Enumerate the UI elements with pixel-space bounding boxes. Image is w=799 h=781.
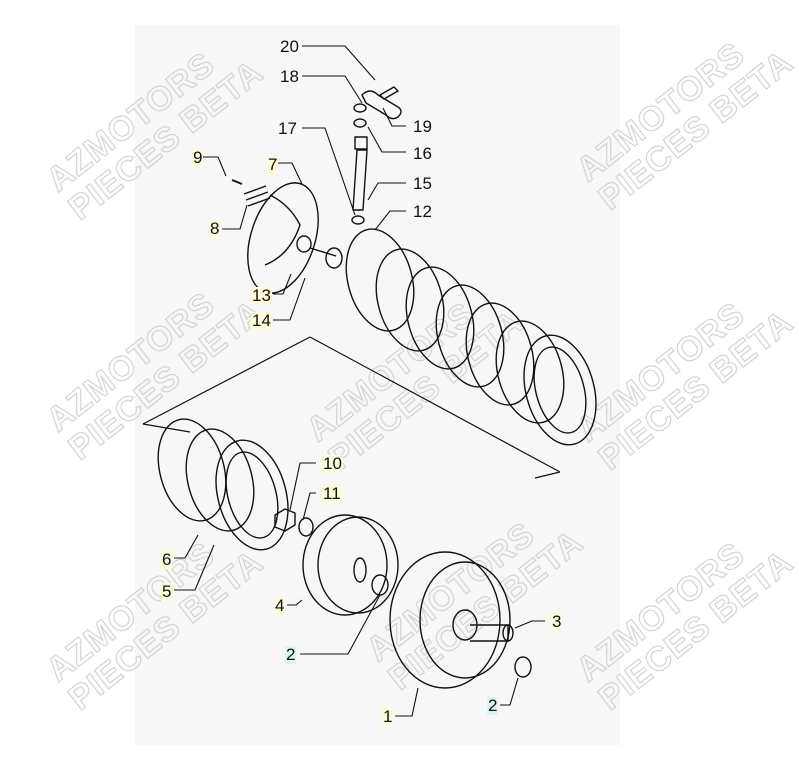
callout-2b[interactable]: 2 — [487, 696, 499, 715]
plate-group-frame — [142, 336, 561, 479]
callout-17[interactable]: 17 — [278, 119, 297, 138]
clutch-housing — [389, 551, 532, 689]
upper-plate-stack — [345, 228, 597, 446]
callout-2a[interactable]: 2 — [285, 645, 297, 664]
callout-3[interactable]: 3 — [551, 612, 563, 631]
callout-15[interactable]: 15 — [413, 174, 432, 193]
callout-20[interactable]: 20 — [280, 37, 299, 56]
lower-plate-stack — [157, 418, 289, 551]
leader-lines — [174, 45, 545, 717]
callout-1[interactable]: 1 — [382, 707, 394, 726]
callout-18[interactable]: 18 — [280, 67, 299, 86]
callout-9[interactable]: 9 — [192, 148, 204, 167]
callout-5[interactable]: 5 — [161, 582, 173, 601]
callout-19[interactable]: 19 — [413, 117, 432, 136]
callout-13[interactable]: 13 — [251, 286, 272, 305]
callout-6[interactable]: 6 — [161, 550, 173, 569]
nut-and-washer — [274, 508, 314, 537]
callout-16[interactable]: 16 — [413, 144, 432, 163]
callout-4[interactable]: 4 — [274, 596, 286, 615]
release-lever-group — [351, 86, 402, 225]
callout-14[interactable]: 14 — [251, 311, 272, 330]
callout-11[interactable]: 11 — [322, 484, 342, 503]
callout-8[interactable]: 8 — [209, 219, 221, 238]
callout-12[interactable]: 12 — [413, 202, 432, 221]
clutch-hub — [302, 514, 399, 616]
callout-10[interactable]: 10 — [322, 454, 343, 473]
callout-7[interactable]: 7 — [267, 155, 279, 174]
